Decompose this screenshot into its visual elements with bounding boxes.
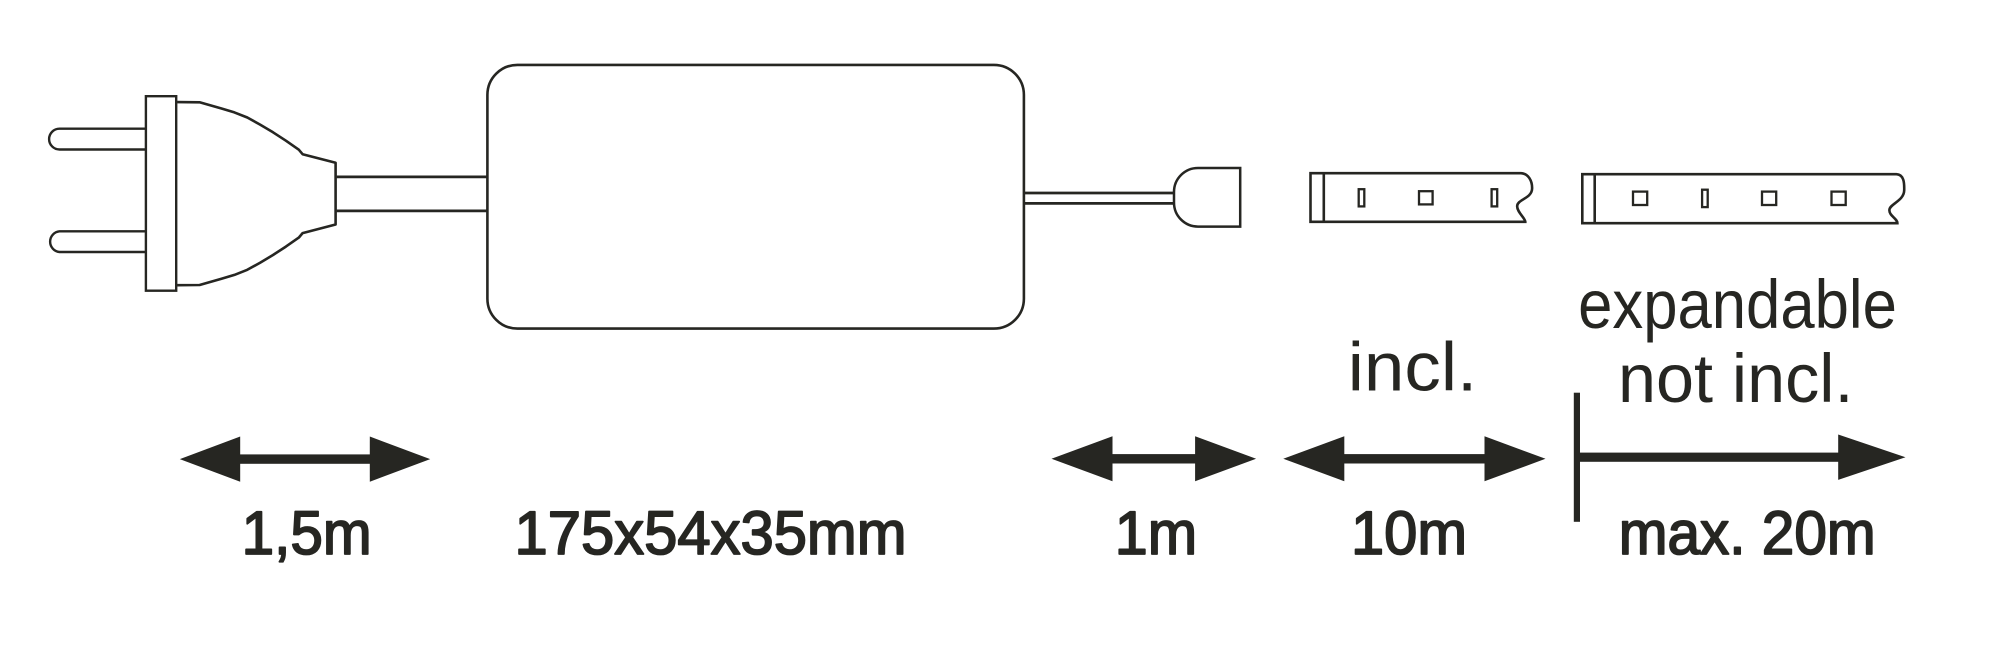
svg-text:not incl.: not incl.	[1618, 340, 1854, 417]
svg-text:175x54x35mm: 175x54x35mm	[515, 499, 907, 568]
svg-text:expandable: expandable	[1578, 266, 1897, 343]
svg-text:max. 20m: max. 20m	[1619, 499, 1876, 568]
svg-text:10m: 10m	[1351, 499, 1467, 568]
svg-text:1,5m: 1,5m	[242, 499, 372, 568]
svg-text:1m: 1m	[1115, 499, 1197, 568]
svg-text:incl.: incl.	[1348, 329, 1478, 406]
